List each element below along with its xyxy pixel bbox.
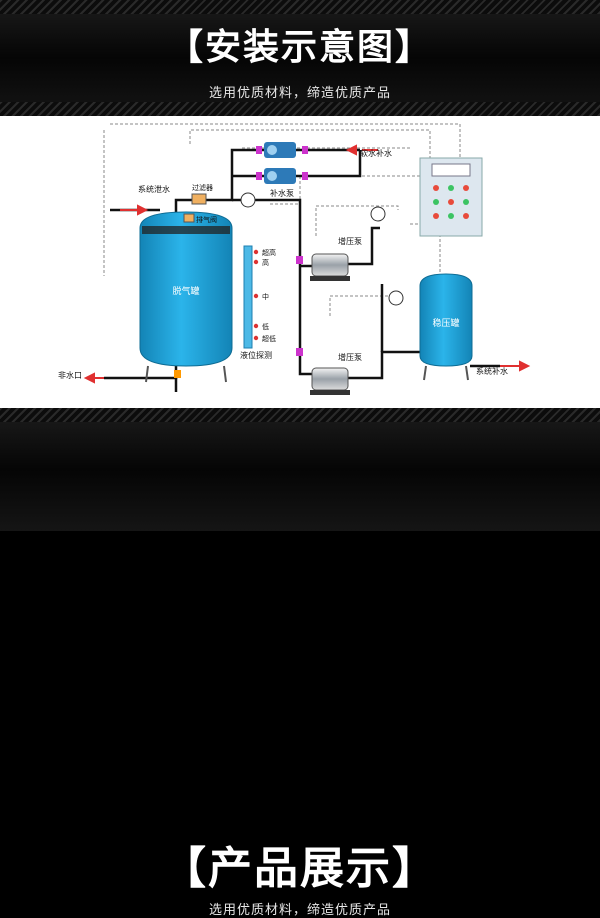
product-showcase-subtitle: 选用优质材料，缔造优质产品	[208, 903, 391, 918]
header-stripe-top	[0, 0, 600, 14]
control-panel	[419, 157, 483, 237]
level-probe: 超高 高 中 低 超低 液位探测	[240, 245, 276, 360]
deaerator-tank: 脱气罐	[139, 211, 233, 383]
deaerator-label: 脱气罐	[172, 285, 199, 297]
booster-pump-1-label: 增压泵	[338, 236, 362, 246]
makeup-pumps: 补水泵	[264, 142, 296, 198]
valves	[174, 146, 308, 378]
exhaust-valve	[183, 213, 195, 223]
level-high-high-label: 超高	[262, 248, 276, 257]
level-low-low-label: 超低	[262, 334, 276, 343]
page-subtitle: 选用优质材料，缔造优质产品	[208, 86, 391, 101]
product-showcase-title: 【产品展示】	[162, 843, 438, 894]
filter	[191, 193, 207, 205]
header-stripe-bottom	[0, 102, 600, 116]
diagram-svg: 脱气罐 超高 高 中 低 超低 液位探测 稳压罐	[58, 123, 531, 395]
flow-arrows	[83, 144, 531, 384]
header-band: 【安装示意图】 选用优质材料，缔造优质产品	[0, 0, 600, 116]
pipes	[104, 148, 500, 392]
footer-band: 【产品展示】 选用优质材料，缔造优质产品	[0, 408, 600, 918]
makeup-pump-label: 补水泵	[270, 188, 294, 198]
system-makeup-label: 系统补水	[476, 366, 508, 376]
booster-pump-1: 增压泵	[310, 236, 362, 281]
stabilizer-tank: 稳压罐	[419, 273, 473, 381]
installation-diagram: 脱气罐 超高 高 中 低 超低 液位探测 稳压罐	[0, 116, 600, 408]
exhaust-valve-label: 排气阀	[196, 215, 217, 224]
level-mid-label: 中	[262, 292, 269, 301]
level-high-label: 高	[262, 258, 269, 267]
gauges	[240, 192, 404, 306]
drain-outlet-label: 非水口	[58, 370, 82, 380]
booster-pump-2: 增压泵	[310, 352, 362, 395]
soft-water-label: 软水补水	[360, 148, 392, 158]
footer-stripe-top	[0, 408, 600, 422]
system-drain-label: 系统泄水	[138, 184, 170, 194]
level-probe-label: 液位探测	[240, 350, 272, 360]
filter-label: 过滤器	[192, 183, 213, 192]
level-low-label: 低	[262, 322, 269, 331]
booster-pump-2-label: 增压泵	[338, 352, 362, 362]
stabilizer-tank-label: 稳压罐	[432, 317, 459, 329]
page-title: 【安装示意图】	[166, 27, 433, 68]
